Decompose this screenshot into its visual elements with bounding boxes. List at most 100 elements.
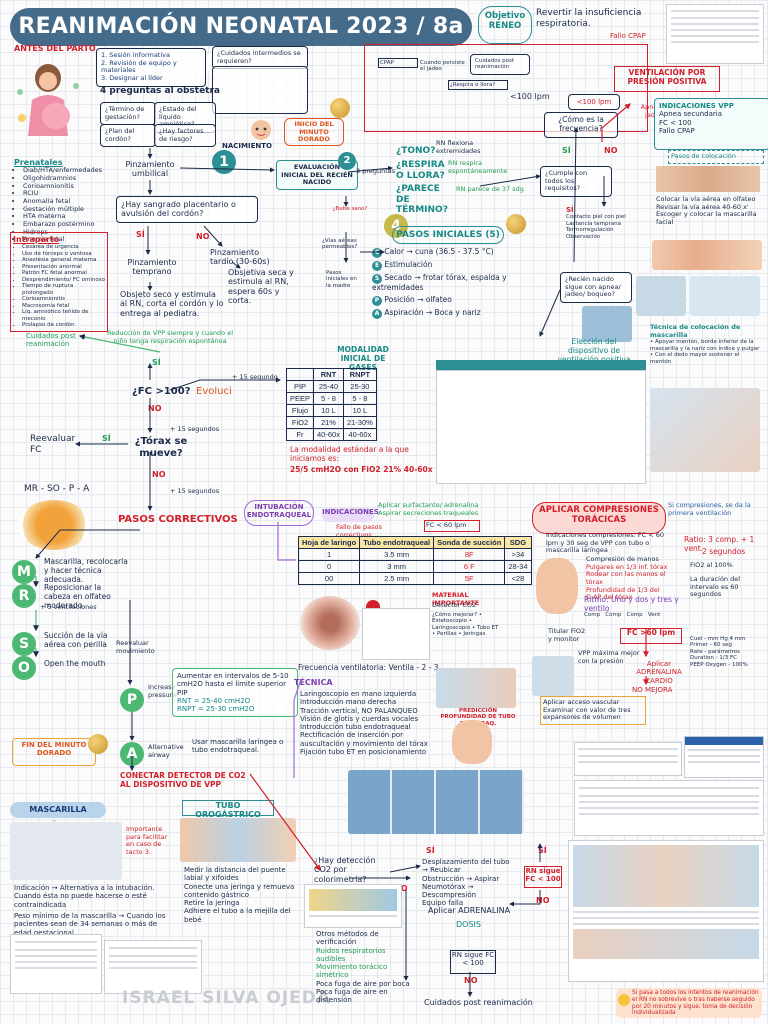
compresion-item: Pulgares en 1/3 inf. tórax — [586, 562, 668, 571]
intub-cell: 5F — [433, 572, 506, 585]
pasos-colocacion-list: Colocar la vía aérea en olfateo Revisar … — [656, 195, 762, 227]
modalidad-estandar: 25/5 cmH2O con FiO2 21% 40-60x — [290, 465, 433, 474]
reduccion-vpp: Reducción de VPP siempre y cuando el niñ… — [106, 329, 234, 345]
sangrado-no: NO — [196, 232, 210, 241]
gas-cell: PEEP — [285, 392, 315, 405]
fc-100-question: ¿FC >100? — [132, 386, 191, 397]
mascarilla-indicacion: Indicación → Alternativa a la intubación… — [14, 884, 155, 909]
si-label: SÍ — [566, 206, 574, 214]
co2-detector-figure — [304, 884, 402, 928]
frecuencia-question: ¿Cómo es la frecuencia? — [544, 112, 618, 138]
compresion-item: Compresión de manos — [586, 555, 659, 563]
paso-secado-text: Secado → frotar tórax, espalda y extremi… — [372, 273, 507, 292]
gas-cell: Fr — [285, 428, 315, 441]
paso-posicion: P Posición → olfateo — [372, 294, 550, 306]
intraparto-item: Tiempo de ruptura prolongado — [22, 283, 105, 296]
considerar-box: ¿Respira o llora? — [448, 80, 508, 91]
sangrado-si: SÍ — [136, 230, 145, 239]
mrsopa-o: Open the mouth — [44, 659, 106, 668]
letter-a-icon: A — [372, 308, 382, 319]
page-title: REANIMACIÓN NEONATAL 2023 / 8a EDICIÓN — [10, 8, 472, 77]
inicio-minuto-dorado: INICIO DEL MINUTO DORADO — [284, 118, 344, 146]
vpp-maxima: VPP máxima mejor con la presión — [578, 649, 640, 665]
ritmo-diagram: Comp Comp Comp Vent — [584, 612, 661, 618]
monitor-item: Cuel - mm Hg 4 mm — [690, 636, 746, 642]
mrsopa-bowl-image — [18, 500, 90, 550]
tubo-item: Medir la distancia del puente labial y x… — [184, 866, 286, 883]
tecnica-item: Laringoscopio en mano izquierda — [300, 690, 417, 698]
otros-item: Movimiento torácico simétrico — [316, 963, 388, 980]
intub-cell: 0 — [297, 560, 361, 573]
monitor-item: Primer - 60 seg — [690, 642, 732, 649]
material-importante: MATERIAL IMPORTANTE — [432, 591, 480, 607]
gas-head — [285, 368, 315, 381]
mrsopa-m: Mascarilla, recolocarla y hacer técnica … — [44, 557, 128, 584]
acceso-box: Aplicar acceso vascular Examinar con val… — [540, 696, 646, 725]
prenatal-item: Corioamnionitis — [23, 182, 96, 191]
dope-item: Obstrucción → Aspirar — [422, 874, 500, 883]
intraparto-title: Intraparto — [13, 235, 60, 244]
indicaciones-vpp-box: INDICACIONES VPP Apnea secundaria FC < 1… — [654, 98, 768, 150]
aplicar-adrenalina-cardio: Aplicar ADRENALINA CARDIO — [636, 660, 682, 685]
rn-no: NO — [536, 896, 550, 905]
intub-cell: >34 — [504, 548, 532, 561]
monitor-item: PEEP Oxygen - 100% — [690, 661, 748, 668]
tubo-item: Retire la jeringa — [184, 899, 240, 907]
paso-estimula: E Estimulación — [372, 260, 550, 271]
otros-item: Poca fuga de aire en distensión — [316, 987, 388, 1004]
intraparto-list: Cesárea de urgencia Uso de fórceps o ven… — [13, 244, 105, 328]
paso-posicion-text: Posición → olfateo — [384, 294, 452, 304]
objetivo-text: Revertir la insuficiencia respiratoria. — [536, 8, 642, 29]
tecnica-item: Rectificación de inserción por auscultac… — [300, 731, 428, 748]
indic-vpp-item: Apnea secundaria — [659, 110, 723, 119]
fallo-cpap: Fallo CPAP — [610, 32, 646, 40]
monitor-item: Duration - 1/3 FC — [690, 655, 737, 662]
mask-technique-photos — [650, 388, 760, 472]
intub-cell: 1 — [297, 548, 361, 561]
torax-si: SÍ — [102, 434, 111, 443]
sesion-box: 1. Sesión informativa 2. Revisión de equ… — [96, 48, 206, 87]
mrsopa-rnt: RNT = 25-40 cmH2O — [177, 696, 251, 705]
intraparto-item: Desprendimiento/ FC ominoso — [22, 277, 105, 283]
gas-cell: FiO2 — [285, 416, 315, 429]
gas-cell: PIP — [285, 380, 315, 393]
baby-compression-illustration — [536, 558, 578, 614]
tecnica-item: Fijación tubo ET en posicionamiento — [300, 747, 427, 756]
increase-pressure: Increase pressure — [148, 683, 177, 699]
letter-r-icon: R — [12, 584, 36, 608]
dope-list: Desplazamiento del tubo → Reubicar Obstr… — [422, 858, 514, 908]
compresiones-title: APLICAR COMPRESIONES TORÁCICAS — [532, 502, 666, 534]
prenatal-item: Embarazo postérmino — [23, 220, 96, 229]
intubacion-indic-label: INDICACIONES — [322, 508, 379, 522]
tecnica-detail: • Apoyar mentón, borde inferior de la ma… — [650, 339, 760, 352]
tecnica-item: Introducción mano derecha — [300, 698, 397, 707]
gas-cell: 40-60x — [342, 428, 377, 441]
glottis-photo — [300, 596, 360, 650]
eleccion-dispositivo: Elección del dispositivo de ventilación … — [558, 337, 631, 363]
pinzamiento-umbilical: Pinzamiento umbilical — [125, 160, 175, 179]
compresion-item: Rodear con las manos el tórax — [586, 570, 666, 586]
cpap-box: CPAP — [378, 58, 418, 69]
intub-cell: <28 — [504, 572, 532, 585]
intub-head: Sonda de succión — [433, 536, 506, 549]
sad-face-icon — [618, 994, 630, 1006]
mrsopa-p: Aumentar en intervalos de 5-10 cmH2O has… — [177, 672, 289, 697]
prenatal-item: Diab/HTA/enfermedades — [23, 167, 102, 175]
intub-cell: 2.5 mm — [359, 572, 435, 585]
mrsopa-s: Succión de la vía aérea con perilla — [44, 631, 108, 649]
cuidados-post: Cuidados post reanimación — [26, 332, 76, 349]
sesion-1: 1. Sesión informativa — [101, 51, 170, 59]
intermedios-text: ¿Cuidados intermedios se requieren? — [217, 49, 301, 65]
pregunta-respira: ¿RESPIRA O LLORA? — [396, 160, 445, 181]
gas-cell: 5 - 8 — [342, 392, 377, 405]
mrsopa-label: MR - SO - P - A — [24, 484, 90, 494]
letter-c-icon: C — [372, 248, 382, 258]
duracion-intervalo: La duración del intervalo es 60 segundos — [690, 575, 741, 599]
tubo-item: Conecte una jeringa y remueva contenido … — [184, 882, 295, 899]
alternative-airway: Alternative airway — [148, 743, 184, 759]
tecnica-title: Técnica de colocación de mascarilla — [650, 323, 741, 339]
aplicar-adrenalina: Aplicar ADRENALINA — [428, 906, 511, 915]
fc-60-box: FC >60 lpm — [620, 628, 682, 644]
acceso-item: Aplicar acceso vascular — [543, 698, 620, 706]
indicaciones-vpp-title: INDICACIONES VPP — [659, 102, 734, 110]
